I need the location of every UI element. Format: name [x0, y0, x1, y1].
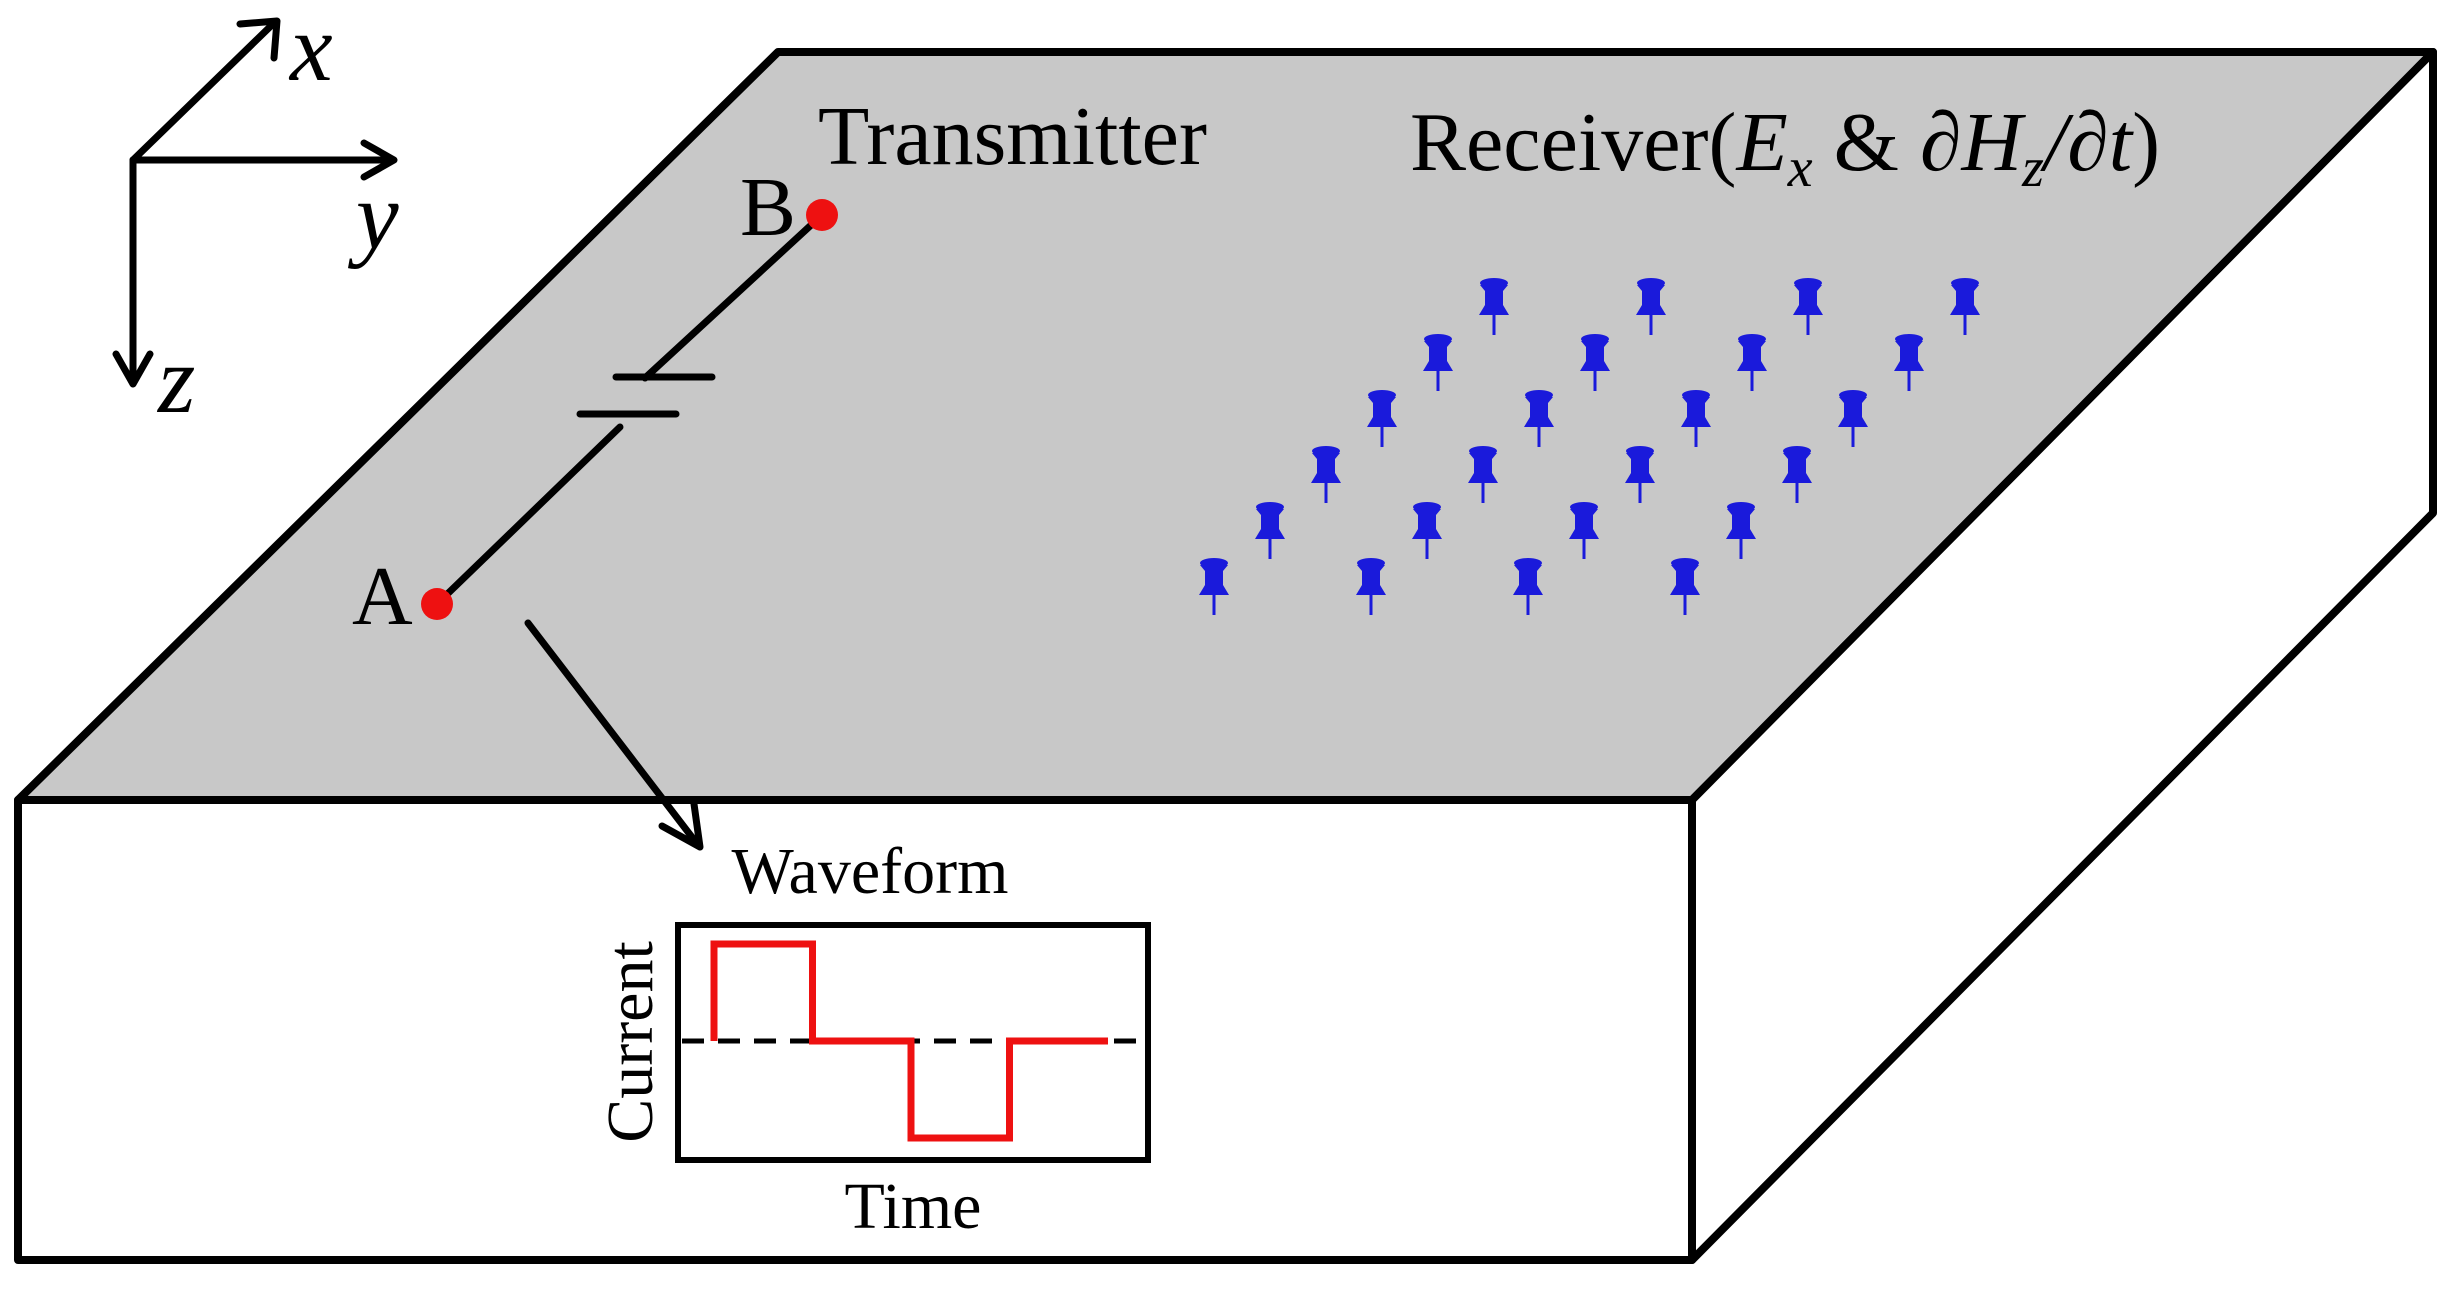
receiver-partial-h: ∂H [1920, 96, 2027, 189]
receiver-h-subscript: z [2021, 137, 2044, 199]
x-axis-line [129, 18, 279, 164]
receiver-title-suffix: ) [2132, 96, 2160, 189]
receiver-pin-icon [1950, 278, 1980, 335]
receiver-pin-icon [1793, 278, 1823, 335]
receiver-pin-icon [1255, 502, 1285, 559]
receiver-pin-icon [1356, 558, 1386, 615]
electrode-b-label: B [740, 161, 796, 254]
receiver-pin-icon [1468, 446, 1498, 503]
electrode-a [421, 588, 453, 620]
receiver-pin-icon [1737, 334, 1767, 391]
waveform-xlabel: Time [845, 1170, 982, 1243]
z-axis-label: z [156, 326, 195, 433]
receiver-pin-icon [1636, 278, 1666, 335]
receiver-pin-icon [1838, 390, 1868, 447]
transmitter-title: Transmitter [818, 90, 1207, 183]
receiver-partial-t: /∂t [2040, 96, 2135, 189]
box-right-face [1688, 48, 2437, 1264]
receiver-amp: & [1813, 96, 1920, 189]
receiver-pin-icon [1367, 390, 1397, 447]
receiver-e-subscript: x [1787, 137, 1813, 199]
receiver-pin-icon [1670, 558, 1700, 615]
receiver-pin-icon [1894, 334, 1924, 391]
pointer-arrow-head [658, 800, 704, 851]
waveform-title: Waveform [732, 835, 1009, 908]
x-axis-label: x [288, 0, 333, 101]
receiver-e-symbol: E [1735, 96, 1787, 189]
waveform-pointer-arrow [524, 619, 704, 851]
receiver-pin-icon [1524, 390, 1554, 447]
receiver-pin-icon [1423, 334, 1453, 391]
x-axis-arrowhead [236, 17, 281, 62]
electrode-b [806, 199, 838, 231]
receiver-grid [1199, 278, 1980, 615]
z-axis-arrowhead [112, 350, 154, 388]
receiver-pin-icon [1580, 334, 1610, 391]
y-axis-label: y [347, 162, 399, 269]
receiver-pin-icon [1412, 502, 1442, 559]
y-axis-arrowhead [360, 139, 398, 181]
waveform-trace [710, 940, 1108, 1142]
receiver-pin-icon [1625, 446, 1655, 503]
receiver-pin-icon [1513, 558, 1543, 615]
receiver-pin-icon [1311, 446, 1341, 503]
wire-lower-segment [433, 423, 624, 608]
receiver-pin-icon [1479, 278, 1509, 335]
receiver-pin-icon [1782, 446, 1812, 503]
transmitter-wire [433, 211, 826, 608]
receiver-pin-icon [1681, 390, 1711, 447]
electrode-a-label: A [352, 550, 413, 643]
receiver-title-prefix: Receiver( [1410, 96, 1736, 189]
waveform-ylabel: Current [594, 941, 667, 1143]
receiver-pin-icon [1569, 502, 1599, 559]
receiver-pin-icon [1199, 558, 1229, 615]
coordinate-axes [112, 17, 398, 388]
receiver-pin-icon [1726, 502, 1756, 559]
receiver-title: Receiver(Ex & ∂Hz/∂t) [1410, 96, 2160, 199]
wire-upper-segment [641, 211, 826, 382]
pointer-arrow-shaft [524, 619, 702, 849]
